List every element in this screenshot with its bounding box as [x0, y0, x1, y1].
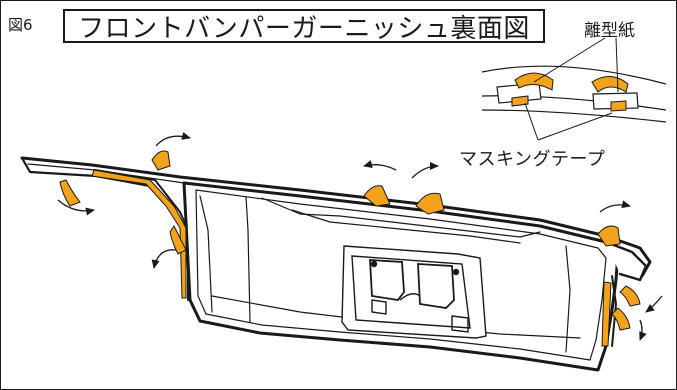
left-side-line	[199, 195, 213, 313]
tape-left-wing	[91, 169, 187, 299]
title-box: フロントバンパーガーニッシュ裏面図	[63, 9, 545, 44]
figure-number-label: 図6	[8, 16, 33, 34]
curved-arrow-icon	[155, 132, 191, 147]
inset-detail	[481, 65, 667, 123]
inset-edge-line	[481, 65, 667, 85]
left-panel-line	[245, 196, 251, 323]
curved-arrow-icon	[363, 160, 397, 171]
right-panel-line	[565, 245, 571, 353]
top-channel-lower	[291, 209, 521, 244]
release-paper-right	[592, 92, 639, 110]
garnish-body	[20, 156, 652, 372]
curved-arrow-icon	[411, 162, 439, 179]
plate-recess	[341, 245, 487, 339]
right-wing-drop	[611, 275, 617, 347]
tape-end-left	[511, 95, 529, 107]
release-paper-label: 離型紙	[584, 21, 635, 41]
tape-tab	[415, 192, 445, 215]
masking-tape-strips	[59, 150, 641, 347]
leader-tape-left	[524, 102, 539, 141]
masking-tape-label: マスキングテープ	[459, 149, 606, 170]
top-channel	[261, 197, 541, 238]
tape-tab	[151, 150, 171, 171]
body-inner-rim	[195, 189, 607, 361]
tape-end-right	[610, 100, 627, 112]
curved-arrow-icon	[599, 200, 631, 213]
tape-tab	[597, 225, 621, 247]
curved-arrow-icon	[57, 199, 95, 216]
tape-tab	[169, 225, 187, 255]
callout-leaders	[524, 37, 619, 141]
tape-tab	[611, 307, 631, 331]
inset-edge-line	[481, 109, 667, 123]
leader-release-left	[533, 37, 606, 83]
diagram-title: フロントバンパーガーニッシュ裏面図	[78, 13, 530, 44]
tape-loop-right	[591, 76, 629, 93]
curved-arrow-icon	[151, 249, 177, 269]
tape-tab	[363, 185, 391, 207]
leader-release-right	[615, 37, 619, 93]
tape-tab	[619, 285, 641, 307]
peel-arrows	[57, 132, 663, 341]
tape-right-wing	[601, 281, 612, 347]
curved-arrow-icon	[639, 319, 647, 341]
tape-tab	[59, 179, 81, 207]
right-wing	[604, 240, 648, 282]
leader-tape-right	[537, 112, 613, 141]
curved-arrow-icon	[645, 295, 663, 313]
